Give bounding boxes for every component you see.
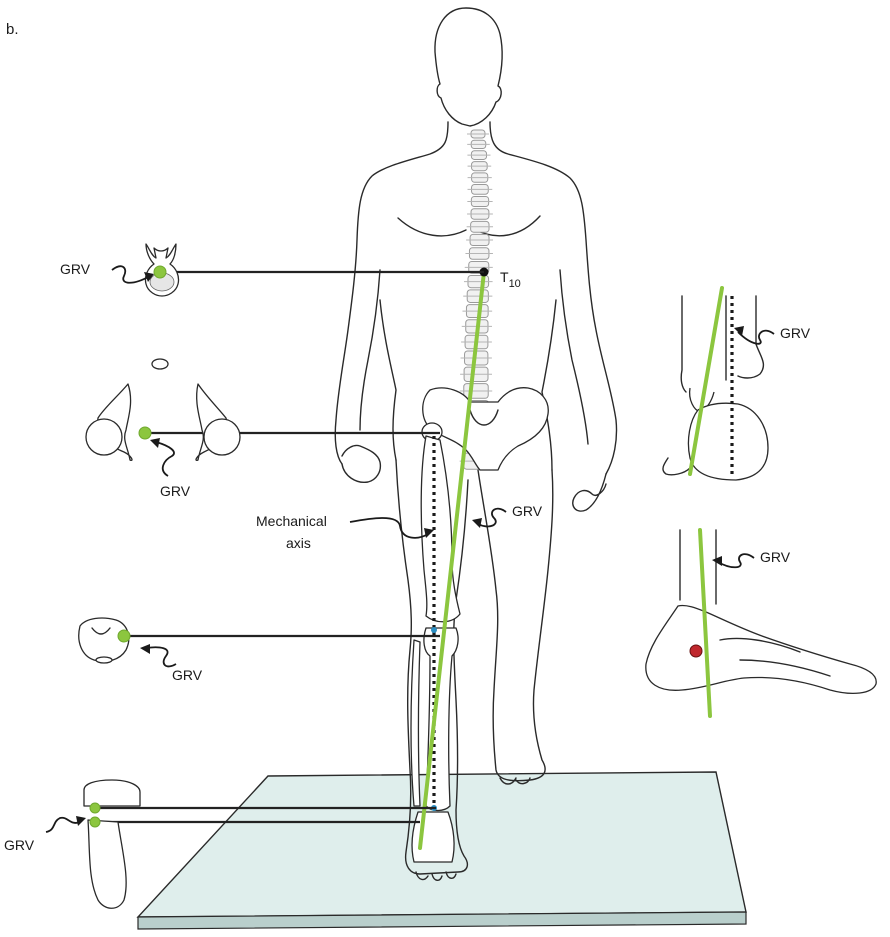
grv-label-ankle: GRV [4, 837, 35, 853]
grv-t10-leader [111, 265, 154, 284]
lateral-foot-inset [645, 528, 877, 718]
grv-lateral-foot-leader [712, 553, 755, 569]
mechanical-axis-label-line2: axis [286, 535, 311, 551]
grv-ankle-leader [45, 816, 86, 833]
foot-bones [411, 811, 455, 863]
mechanical-axis-leader [349, 517, 434, 539]
grv-hip-leader [150, 438, 175, 477]
grv-label-hip: GRV [160, 483, 191, 499]
grv-label-knee: GRV [172, 667, 203, 683]
posterior-ankle-inset [662, 286, 769, 481]
grv-label-posterior-ankle: GRV [780, 325, 811, 341]
grv-posterior-ankle-leader [734, 326, 775, 345]
t10-label: T10 [500, 269, 521, 290]
vertebra-icon [144, 243, 180, 297]
grv-label-lateral-foot: GRV [760, 549, 791, 565]
knee-cross-section-icon [78, 617, 131, 664]
grv-knee-leader [140, 644, 177, 668]
grv-figure-leader [472, 507, 507, 528]
panel-label: b. [6, 21, 19, 38]
grv-line [418, 270, 486, 850]
grv-label-figure: GRV [512, 503, 543, 519]
tibia-bone [410, 627, 459, 812]
knee-joint-marker [431, 627, 437, 633]
grv-label-t10: GRV [60, 261, 91, 277]
hip-joint-icon [85, 358, 241, 462]
mechanical-axis-label-line1: Mechanical [256, 513, 327, 529]
ankle-foot-icon [83, 779, 141, 909]
